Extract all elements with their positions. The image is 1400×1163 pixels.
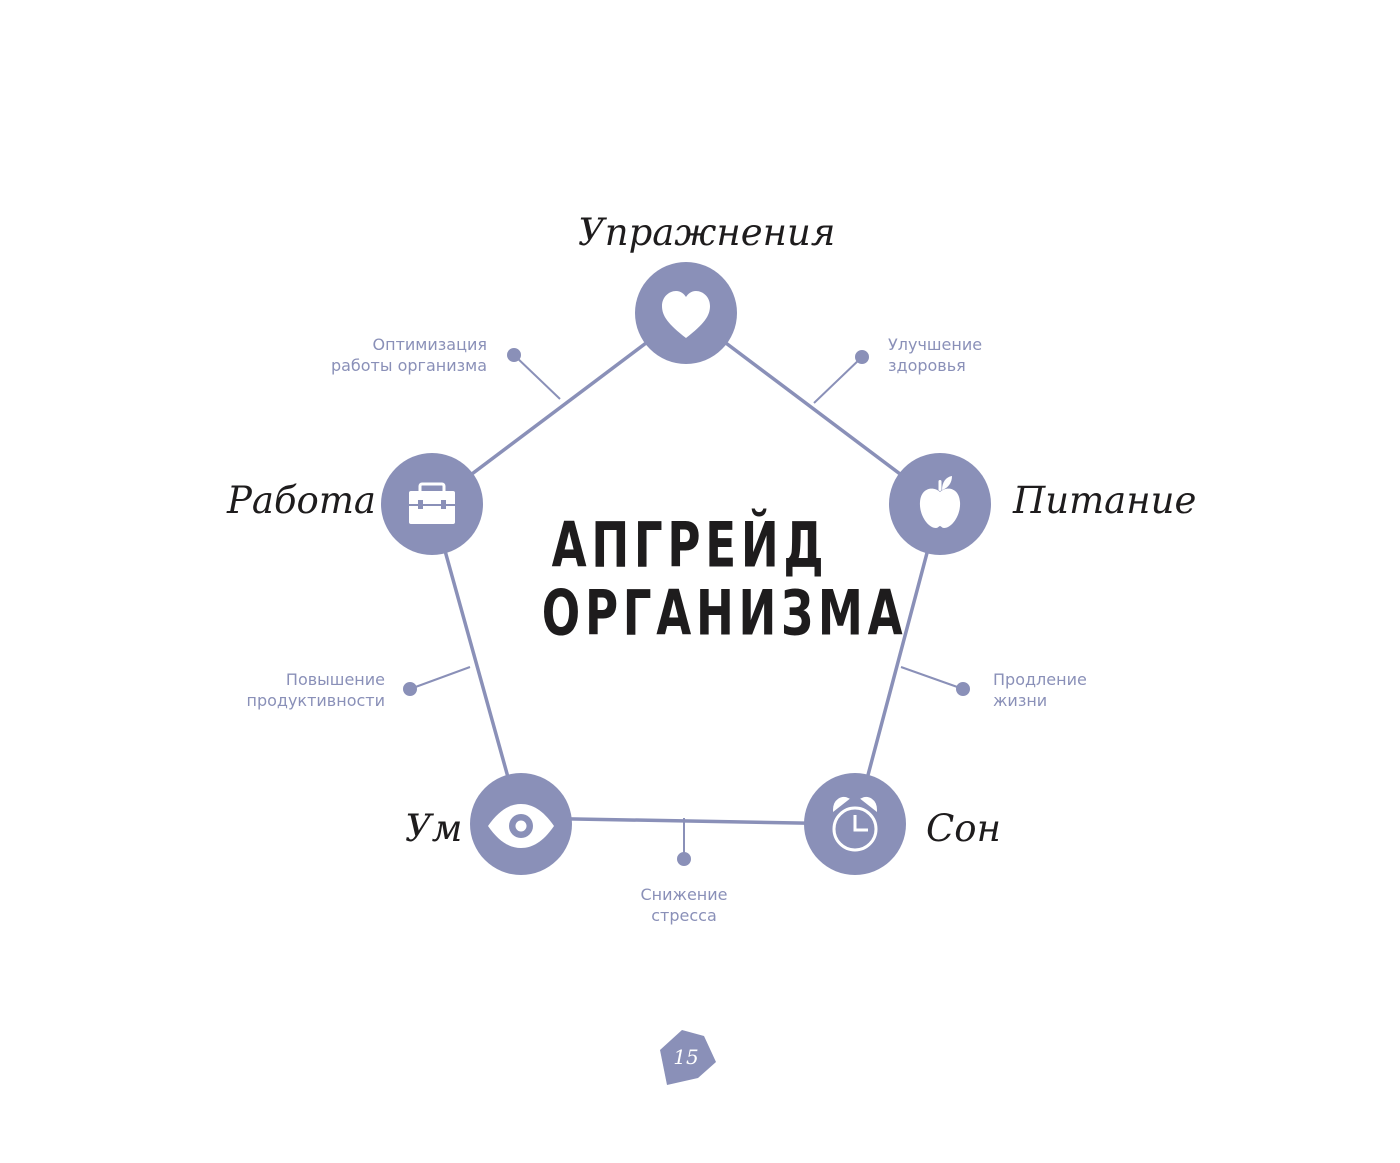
pentagon-edges	[430, 311, 942, 826]
node-sleep	[804, 773, 906, 875]
edge-work-exercise	[430, 311, 688, 506]
connector-dot-longevity	[956, 682, 970, 696]
page-number-badge	[660, 1030, 716, 1085]
edge-sleep-mind	[520, 816, 856, 826]
edge-mind-work	[430, 503, 523, 825]
node-label-sleep: Сон	[926, 807, 1001, 850]
node-mind	[470, 773, 572, 875]
node-label-nutrition: Питание	[1013, 479, 1197, 522]
page-number: 15	[673, 1045, 699, 1069]
edge-nutrition-sleep	[853, 503, 942, 825]
node-nutrition	[889, 453, 991, 555]
connector-dot-stress	[677, 852, 691, 866]
node-label-exercise: Упражнения	[578, 211, 836, 254]
benefit-connectors	[403, 348, 970, 866]
benefit-productivity: Повышение продуктивности	[246, 670, 385, 710]
node-label-work: Работа	[227, 479, 376, 522]
connector-longevity	[900, 666, 964, 690]
title-line-1: АПГРЕЙД	[551, 508, 829, 582]
alarm-clock-icon	[832, 797, 878, 852]
connector-productivity	[409, 666, 471, 690]
eye-icon	[488, 804, 554, 848]
edge-exercise-nutrition	[684, 311, 942, 506]
heart-icon	[662, 291, 710, 338]
benefit-optimization: Оптимизация работы организма	[330, 335, 487, 375]
benefit-longevity: Продление жизни	[993, 670, 1087, 710]
briefcase-icon	[409, 482, 455, 524]
connector-dot-productivity	[403, 682, 417, 696]
benefit-health: Улучшение здоровья	[888, 335, 983, 375]
diagram-title: АПГРЕЙД ОРГАНИЗМА	[500, 508, 908, 650]
connector-health	[813, 356, 863, 404]
benefit-stress: Снижение стресса	[640, 885, 728, 925]
title-line-2: ОРГАНИЗМА	[541, 576, 908, 650]
node-exercise	[635, 262, 737, 364]
node-label-mind: Ум	[405, 807, 463, 850]
connector-dot-health	[855, 350, 869, 364]
connector-dot-optimization	[507, 348, 521, 362]
node-work	[381, 453, 483, 555]
connector-optimization	[513, 354, 561, 400]
apple-icon	[919, 476, 961, 528]
